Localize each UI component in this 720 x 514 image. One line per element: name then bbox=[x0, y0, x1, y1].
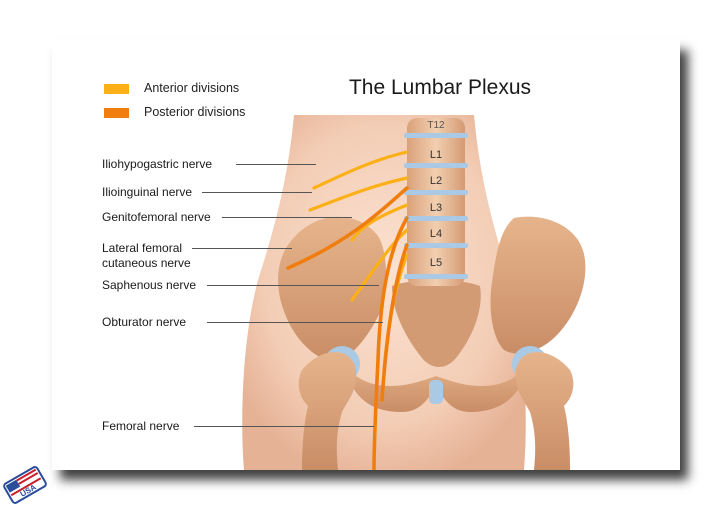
leader-saphenous bbox=[207, 285, 379, 286]
page-title: The Lumbar Plexus bbox=[348, 76, 532, 99]
diagram-panel: The Lumbar Plexus Anterior divisions Pos… bbox=[52, 40, 680, 470]
leader-lateral-femoral bbox=[192, 248, 292, 249]
label-saphenous: Saphenous nerve bbox=[102, 278, 197, 292]
leader-obturator bbox=[207, 322, 383, 323]
vertebra-l1: L1 bbox=[429, 149, 443, 161]
vertebra-labels: T12 L1 L2 L3 L4 L5 bbox=[407, 118, 465, 286]
posterior-nerves bbox=[286, 186, 409, 470]
right-iliac-wing bbox=[490, 216, 586, 354]
vertebra-l2: L2 bbox=[429, 175, 443, 187]
left-femur bbox=[298, 352, 357, 470]
label-ilioinguinal: Ilioinguinal nerve bbox=[102, 185, 193, 199]
label-obturator: Obturator nerve bbox=[102, 315, 187, 329]
anterior-swatch bbox=[104, 84, 129, 94]
posterior-label: Posterior divisions bbox=[144, 105, 246, 119]
label-genitofemoral: Genitofemoral nerve bbox=[102, 210, 211, 224]
sacrum bbox=[392, 280, 481, 367]
leader-femoral bbox=[194, 426, 374, 427]
label-femoral: Femoral nerve bbox=[102, 419, 180, 433]
label-iliohypogastric: Iliohypogastric nerve bbox=[102, 157, 213, 171]
right-femur bbox=[515, 352, 574, 470]
leader-ilioinguinal bbox=[202, 192, 312, 193]
vertebra-l5: L5 bbox=[429, 257, 443, 269]
vertebra-t12: T12 bbox=[427, 120, 445, 131]
leader-iliohypogastric bbox=[236, 164, 316, 165]
pubic-symphysis bbox=[429, 380, 443, 404]
label-lateral-femoral: Lateral femoral bbox=[102, 241, 183, 255]
made-in-usa-badge: USA bbox=[3, 466, 47, 504]
anatomy-illustration bbox=[242, 115, 586, 470]
vertebra-l3: L3 bbox=[429, 202, 443, 214]
intervertebral-discs bbox=[404, 133, 468, 279]
anterior-label: Anterior divisions bbox=[144, 81, 240, 95]
posterior-swatch bbox=[104, 108, 129, 118]
vertebra-l4: L4 bbox=[429, 228, 443, 240]
leader-genitofemoral bbox=[222, 217, 352, 218]
left-iliac-wing bbox=[278, 216, 387, 362]
label-cutaneous-nerve: cutaneous nerve bbox=[102, 256, 191, 270]
